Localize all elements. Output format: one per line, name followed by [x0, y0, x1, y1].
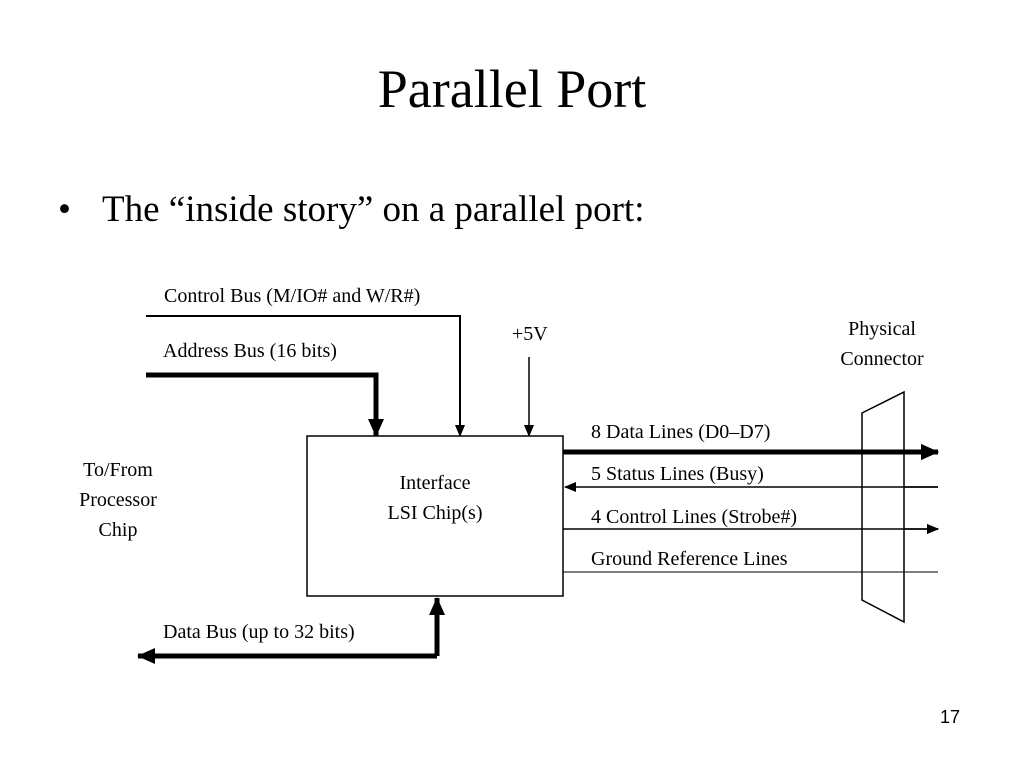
physical-connector-label-line-1: Physical — [848, 318, 916, 340]
interface-chip-box — [306, 435, 564, 597]
interface-chip-label: Interface LSI Chip(s) — [307, 468, 563, 528]
bullet-text: The “inside story” on a parallel port: — [102, 189, 645, 230]
processor-label: To/From Processor Chip — [48, 455, 188, 545]
interface-chip-label-line-1: Interface — [399, 472, 471, 494]
page-number: 17 — [939, 707, 960, 727]
status-lines-label: 5 Status Lines (Busy) — [591, 463, 764, 485]
power-label: +5V — [512, 323, 548, 345]
address-bus-line — [146, 372, 384, 437]
physical-connector-label: Physical Connector — [812, 314, 952, 374]
interface-chip-label-line-2: LSI Chip(s) — [387, 502, 483, 524]
control-bus-label: Control Bus (M/IO# and W/R#) — [164, 285, 421, 307]
physical-connector-label-line-2: Connector — [840, 348, 924, 370]
processor-label-line-2: Processor — [79, 489, 157, 511]
slide-title: Parallel Port — [377, 59, 647, 119]
address-bus-label: Address Bus (16 bits) — [163, 340, 337, 362]
bullet-item: • The “inside story” on a parallel port: — [58, 191, 644, 228]
control-lines-label: 4 Control Lines (Strobe#) — [591, 506, 798, 528]
bullet-marker: • — [58, 189, 71, 230]
data-lines-label: 8 Data Lines (D0–D7) — [591, 421, 771, 443]
control-bus-line — [146, 315, 465, 437]
processor-label-line-3: Chip — [98, 519, 138, 541]
data-bus-label: Data Bus (up to 32 bits) — [163, 621, 355, 643]
processor-label-line-1: To/From — [83, 459, 153, 481]
physical-connector-shape — [861, 390, 905, 624]
ground-lines-label: Ground Reference Lines — [591, 548, 788, 570]
